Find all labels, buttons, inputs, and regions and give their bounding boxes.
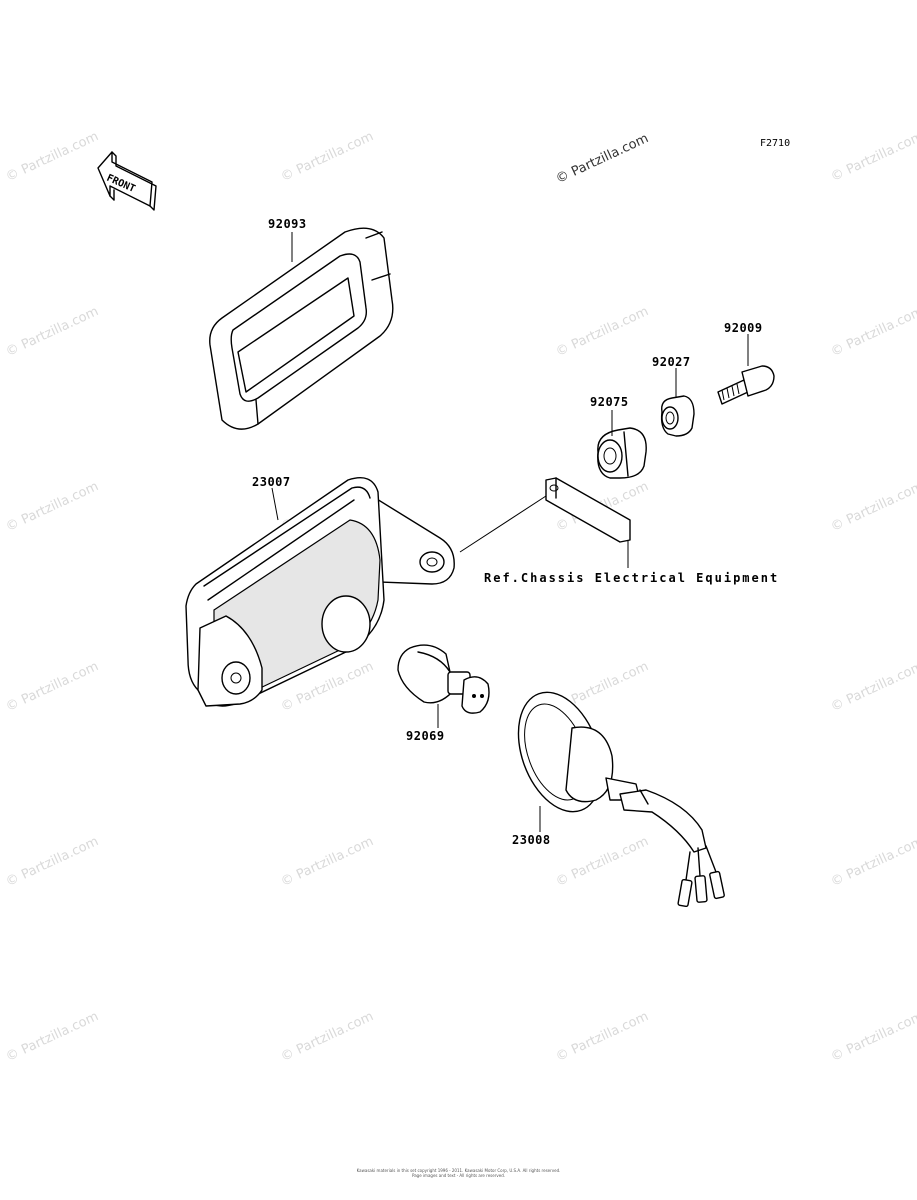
part-label-92027: 92027 [652, 355, 691, 369]
part-92069-bulb [397, 644, 490, 714]
part-23008-socket [517, 691, 725, 908]
front-arrow-icon: FRONT [97, 151, 157, 211]
leader-23007 [271, 487, 279, 521]
part-92093-gasket [209, 227, 394, 430]
part-92027-collar [660, 395, 695, 437]
copyright-line: Kawasaki materials in this set copyright… [356, 1168, 561, 1173]
part-label-23007: 23007 [252, 475, 291, 489]
part-92009-bolt [717, 365, 775, 405]
part-label-92069: 92069 [406, 729, 445, 743]
part-label-92075: 92075 [590, 395, 629, 409]
part-92075-grommet [597, 427, 647, 479]
part-label-92093: 92093 [268, 217, 307, 231]
part-23007-housing [185, 477, 455, 707]
figure-code: F2710 [760, 138, 791, 149]
part-label-92009: 92009 [724, 321, 763, 335]
part-label-23008: 23008 [512, 833, 551, 847]
reference-line [459, 495, 547, 553]
copyright-line: Page images and text - All rights are re… [411, 1173, 506, 1178]
bracket-stay [545, 477, 631, 543]
copyright-notice: Kawasaki materials in this set copyright… [300, 1168, 617, 1178]
reference-label: Ref.Chassis Electrical Equipment [484, 571, 780, 585]
